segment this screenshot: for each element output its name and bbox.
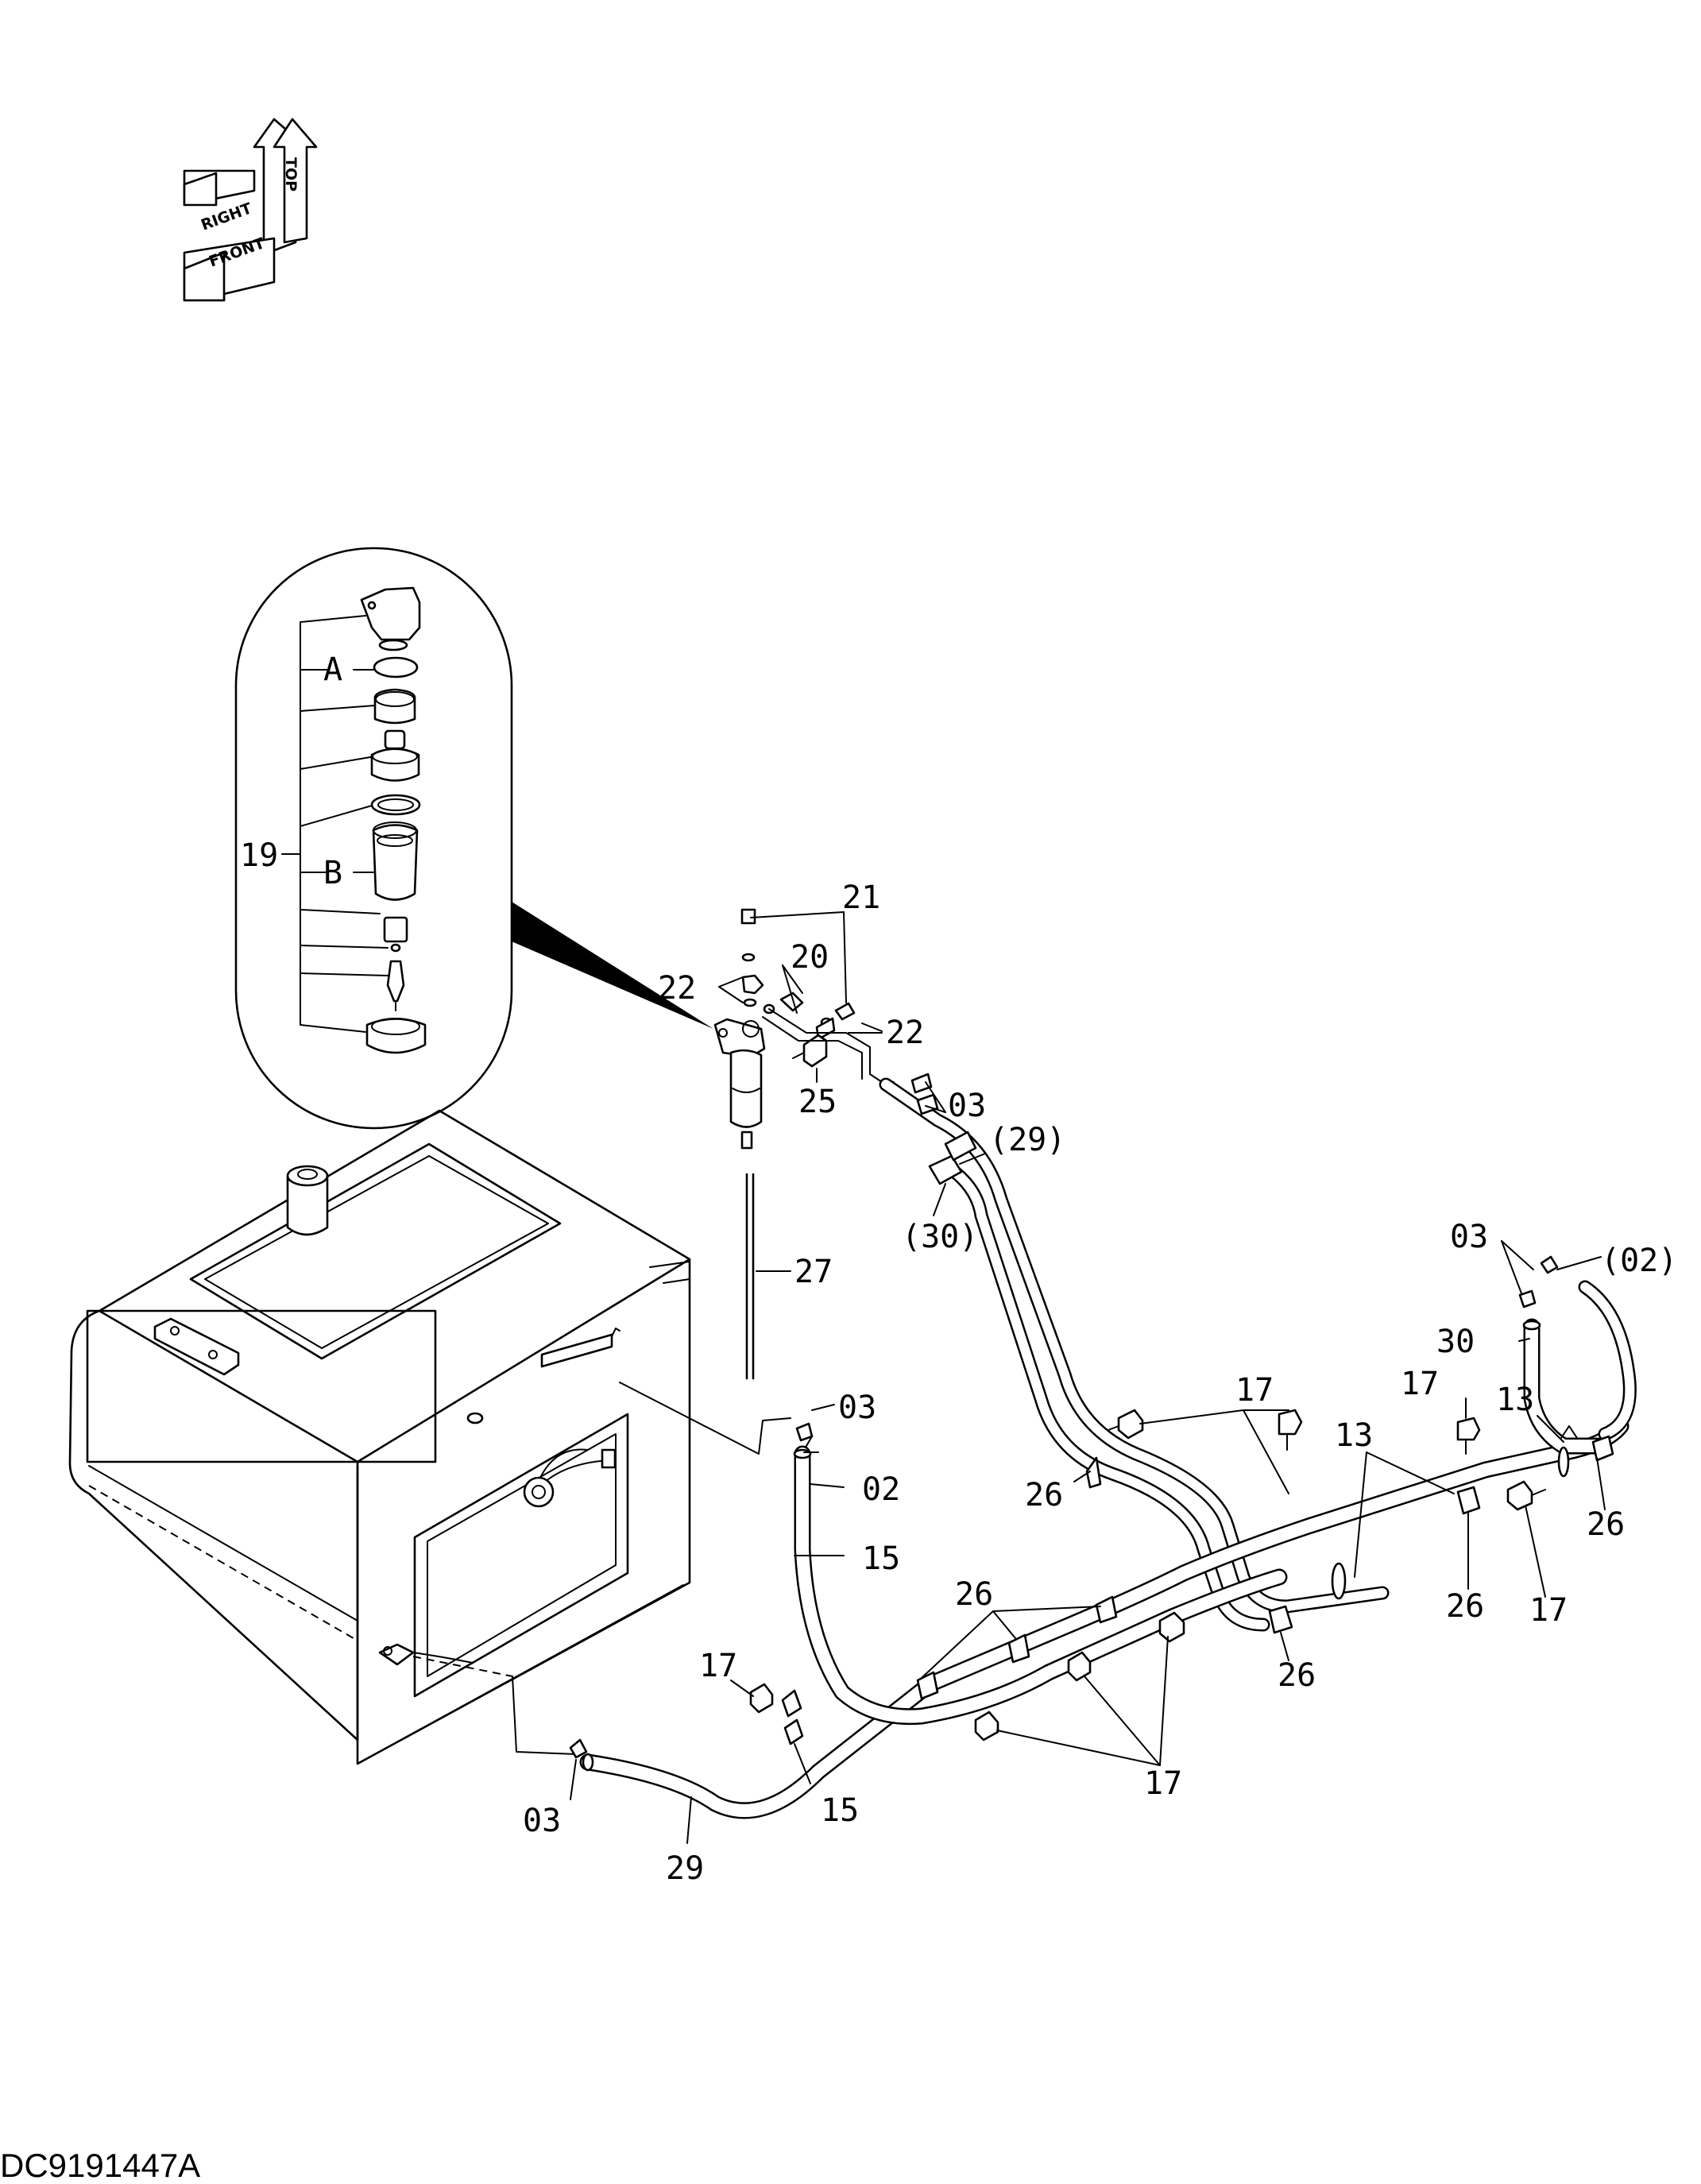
callout-27: 27 xyxy=(794,1254,833,1290)
detail-letter-b: B xyxy=(323,855,342,891)
drawing-number: DC9191447A xyxy=(0,2147,200,2184)
callout-29-ref: (29) xyxy=(989,1122,1065,1158)
callout-17-bottom: 17 xyxy=(1144,1765,1182,1802)
callout-22-left: 22 xyxy=(658,970,696,1007)
callout-labels: 21 22 20 22 25 03 (29) (30) 27 03 02 15 … xyxy=(523,879,1677,1887)
return-hoses xyxy=(879,1073,1390,1632)
callout-26-center: 26 xyxy=(955,1576,993,1613)
callout-15-lower: 15 xyxy=(821,1792,859,1829)
callout-20: 20 xyxy=(791,939,829,976)
callout-29: 29 xyxy=(666,1850,704,1887)
callout-03-filter: 03 xyxy=(948,1088,986,1124)
callout-17-left: 17 xyxy=(699,1648,737,1684)
fuel-tank xyxy=(68,1109,691,1765)
callout-02: 02 xyxy=(862,1471,900,1508)
callout-02-ref: (02) xyxy=(1601,1243,1677,1279)
fuel-lines xyxy=(512,1173,1637,1819)
orientation-arrows-icon: TOP RIGHT FRONT xyxy=(183,118,318,302)
callout-03-right: 03 xyxy=(1450,1219,1488,1255)
callout-19: 19 xyxy=(240,837,278,874)
callout-13-right: 13 xyxy=(1496,1382,1534,1418)
clamps-and-bolts xyxy=(569,1255,1614,1759)
callout-17-right-top: 17 xyxy=(1401,1366,1439,1402)
callout-17-far-right: 17 xyxy=(1529,1592,1568,1629)
callout-25: 25 xyxy=(798,1084,837,1120)
filter-detail-view: A B 19 xyxy=(234,547,713,1130)
callout-30: 30 xyxy=(1436,1324,1475,1360)
callout-30-ref: (30) xyxy=(902,1219,978,1255)
callout-26-upper: 26 xyxy=(1025,1477,1063,1513)
callout-26-mid-right: 26 xyxy=(1446,1588,1484,1625)
callout-26-far-right: 26 xyxy=(1587,1506,1625,1543)
orientation-top-label: TOP xyxy=(282,157,300,191)
detail-letter-a: A xyxy=(323,651,342,688)
callout-03-bottom: 03 xyxy=(523,1803,561,1839)
callout-03-tank: 03 xyxy=(838,1390,876,1426)
callout-26-bottom: 26 xyxy=(1278,1657,1316,1694)
leader-lines xyxy=(570,911,1606,1844)
callout-17-top: 17 xyxy=(1235,1372,1274,1409)
callout-13-left: 13 xyxy=(1335,1417,1373,1454)
callout-15-upper: 15 xyxy=(862,1540,900,1577)
fuel-filter xyxy=(713,1018,766,1150)
callout-21: 21 xyxy=(842,879,880,916)
callout-22-right: 22 xyxy=(886,1015,924,1051)
filter-fittings xyxy=(718,908,895,1083)
